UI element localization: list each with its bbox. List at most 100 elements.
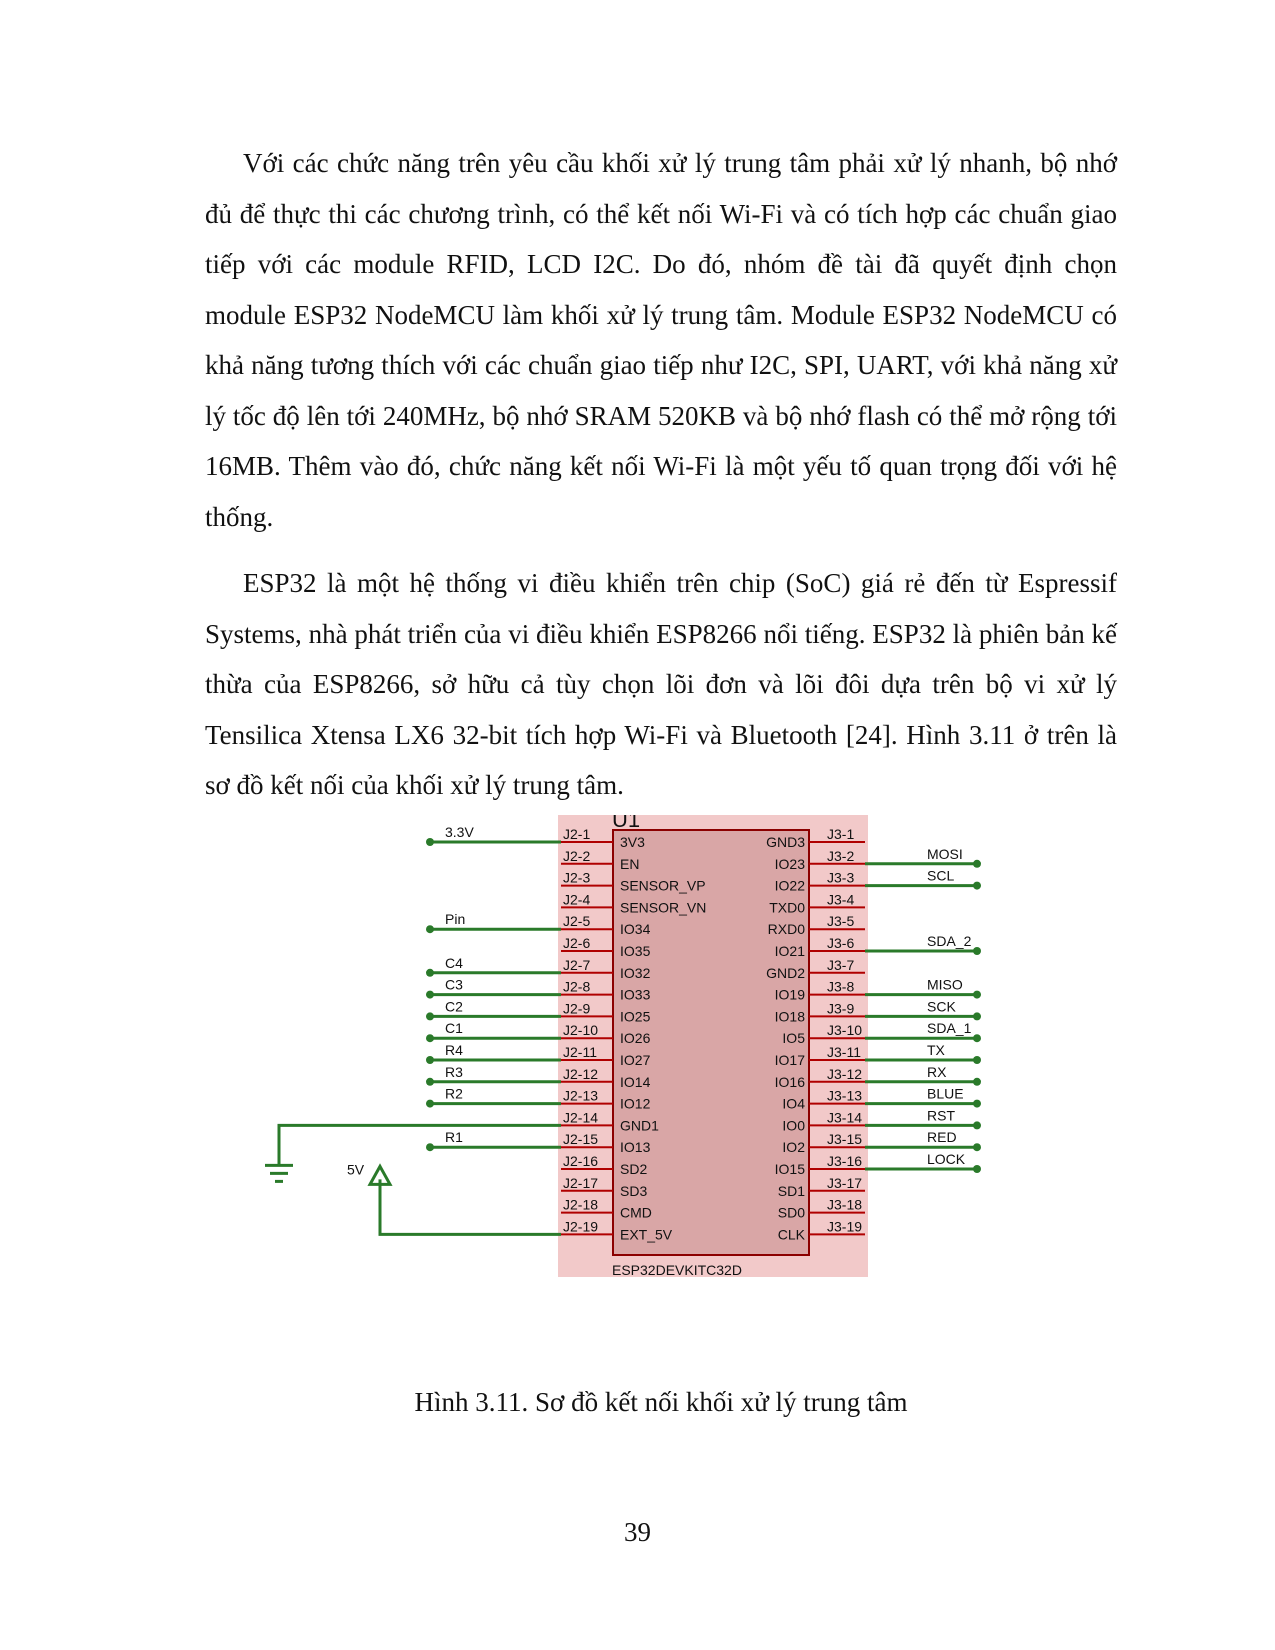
pin-name-right: CLK: [778, 1226, 806, 1242]
pin-number-left: J2-2: [563, 848, 590, 864]
net-terminal-right: [973, 1034, 981, 1043]
pin-name-right: IO5: [782, 1030, 805, 1046]
net-label-right: TX: [927, 1042, 946, 1058]
net-terminal-right: [973, 1165, 981, 1173]
pin-number-right: J3-14: [827, 1109, 862, 1125]
net-label-left: R1: [445, 1129, 463, 1145]
net-label-right: RST: [927, 1107, 955, 1123]
pin-number-right: J3-8: [827, 979, 854, 995]
pin-number-left: J2-4: [563, 891, 590, 907]
pin-name-right: IO18: [775, 1008, 806, 1024]
pin-name-left: IO14: [620, 1074, 651, 1090]
pin-name-left: IO35: [620, 943, 651, 959]
net-label-right: SCK: [927, 998, 956, 1014]
pin-name-right: SD1: [778, 1183, 805, 1199]
pin-name-right: GND3: [766, 834, 805, 850]
pin-name-right: IO17: [775, 1052, 806, 1068]
net-label-left: C4: [445, 955, 463, 971]
pin-name-left: IO27: [620, 1052, 651, 1068]
body-paragraph-1: Với các chức năng trên yêu cầu khối xử l…: [205, 148, 1117, 532]
pin-name-left: IO13: [620, 1139, 651, 1155]
net-label-right: LOCK: [927, 1151, 966, 1167]
pin-name-left: GND1: [620, 1117, 659, 1133]
page-number: 39: [624, 1517, 651, 1547]
body-paragraph-2: ESP32 là một hệ thống vi điều khiển trên…: [205, 568, 1117, 800]
pin-number-right: J3-15: [827, 1131, 862, 1147]
pin-number-right: J3-19: [827, 1218, 862, 1234]
pin-number-left: J2-18: [563, 1197, 598, 1213]
net-terminal-left: [426, 1099, 434, 1108]
pin-name-right: IO4: [782, 1096, 805, 1112]
pin-name-right: IO0: [782, 1117, 805, 1133]
figure-caption: Hình 3.11. Sơ đồ kết nối khối xử lý trun…: [414, 1387, 908, 1417]
pin-number-left: J2-6: [563, 935, 590, 951]
pin-name-right: GND2: [766, 965, 805, 981]
net-label-left: C2: [445, 998, 463, 1014]
pin-number-right: J3-17: [827, 1175, 862, 1191]
pin-number-right: J3-1: [827, 826, 854, 842]
pin-name-left: EXT_5V: [620, 1226, 673, 1242]
pin-number-right: J3-6: [827, 935, 854, 951]
pin-name-left: IO26: [620, 1030, 651, 1046]
pin-number-right: J3-4: [827, 891, 854, 907]
part-number: ESP32DEVKITC32D: [612, 1262, 742, 1278]
net-terminal-left: [426, 1056, 434, 1064]
pin-number-left: J2-7: [563, 957, 590, 973]
pin-number-left: J2-17: [563, 1175, 598, 1191]
pin-number-right: J3-11: [827, 1044, 861, 1060]
pin-name-left: IO32: [620, 965, 651, 981]
net-label-right: RED: [927, 1129, 957, 1145]
net-label-right: SDA_2: [927, 933, 972, 949]
supply-wire-5v: [378, 1179, 561, 1236]
pin-name-left: 3V3: [620, 834, 645, 850]
pin-name-left: SENSOR_VN: [620, 899, 706, 915]
pin-number-left: J2-12: [563, 1066, 598, 1082]
pin-number-right: J3-2: [827, 848, 854, 864]
net-terminal-right: [973, 1056, 981, 1064]
pin-number-right: J3-3: [827, 870, 854, 886]
pin-name-right: TXD0: [769, 899, 805, 915]
pin-number-left: J2-10: [563, 1022, 598, 1038]
pin-number-left: J2-1: [563, 826, 590, 842]
pin-number-left: J2-14: [563, 1109, 598, 1125]
net-terminal-left: [426, 925, 434, 934]
pin-number-left: J2-13: [563, 1088, 598, 1104]
net-terminal-left: [426, 1143, 434, 1152]
net-label-right: MOSI: [927, 846, 963, 862]
pin-name-right: IO23: [775, 856, 806, 872]
net-terminal-left: [426, 968, 434, 977]
net-label-right: SCL: [927, 868, 954, 884]
pin-name-left: IO12: [620, 1096, 651, 1112]
pin-number-right: J3-12: [827, 1066, 862, 1082]
pin-name-right: IO21: [775, 943, 806, 959]
pin-name-left: IO33: [620, 987, 651, 1003]
net-terminal-right: [973, 859, 981, 868]
net-label-left: R3: [445, 1064, 463, 1080]
pin-number-left: J2-19: [563, 1218, 598, 1234]
net-terminal-right: [973, 947, 981, 955]
net-label-right: BLUE: [927, 1086, 964, 1102]
pin-number-left: J2-8: [563, 979, 590, 995]
pin-name-right: IO19: [775, 987, 806, 1003]
pin-name-right: IO15: [775, 1161, 806, 1177]
pin-number-right: J3-13: [827, 1088, 862, 1104]
net-label-5v: 5V: [347, 1161, 365, 1177]
net-label-left: R4: [445, 1042, 463, 1058]
net-label-left: C1: [445, 1020, 463, 1036]
pin-number-left: J2-15: [563, 1131, 598, 1147]
net-label-right: SDA_1: [927, 1020, 972, 1036]
net-terminal-left: [426, 1034, 434, 1043]
power-arrow-icon: [367, 1163, 393, 1186]
net-terminal-right: [973, 1012, 981, 1021]
net-terminal-left: [426, 838, 434, 846]
pin-name-left: CMD: [620, 1205, 652, 1221]
pin-name-right: RXD0: [768, 921, 806, 937]
pin-name-left: SENSOR_VP: [620, 878, 706, 894]
net-label-right: MISO: [927, 977, 963, 993]
pin-number-right: J3-7: [827, 957, 854, 973]
net-terminal-right: [973, 1121, 981, 1130]
net-terminal-left: [426, 1012, 434, 1021]
pin-number-left: J2-3: [563, 870, 590, 886]
